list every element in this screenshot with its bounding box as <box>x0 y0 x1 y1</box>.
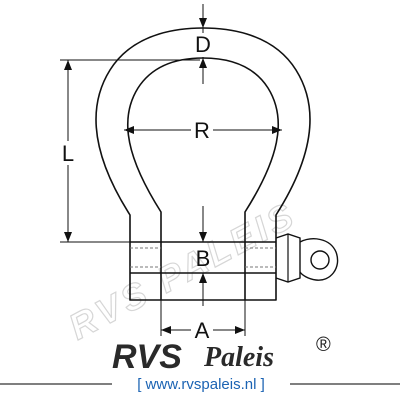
dim-R-arrow-right <box>272 126 282 134</box>
pin-eye-hole <box>310 250 330 270</box>
pin-collar <box>275 233 301 283</box>
dim-D-arrow-top <box>199 18 207 28</box>
website-url[interactable]: [ www.rvspaleis.nl ] <box>137 376 265 393</box>
label-bg-D <box>193 33 213 57</box>
dim-label-B: B <box>196 246 211 271</box>
dim-D-arrow-bottom <box>199 58 207 68</box>
registered-mark: ® <box>316 334 331 356</box>
dim-B-arrow-top <box>199 232 207 242</box>
dim-A-arrow-right <box>235 326 245 334</box>
dim-label-L: L <box>62 141 74 166</box>
dim-A-arrow-left <box>161 326 171 334</box>
label-bg-A <box>191 318 213 342</box>
watermark-text: RVS PALEIS <box>62 193 303 347</box>
dim-L-arrow-bottom <box>64 232 72 242</box>
dim-label-R: R <box>194 118 210 143</box>
dim-B-arrow-bottom <box>199 273 207 283</box>
dim-label-A: A <box>195 318 210 343</box>
dim-L-arrow-top <box>64 60 72 70</box>
label-bg-R <box>191 118 213 142</box>
brand-logo-paleis: Paleis <box>203 342 274 373</box>
brand-logo-rvs: RVS <box>112 338 182 376</box>
pin-eye <box>299 238 339 281</box>
dim-R-arrow-left <box>124 126 134 134</box>
label-bg-L <box>58 141 78 165</box>
dim-label-D: D <box>195 32 211 57</box>
